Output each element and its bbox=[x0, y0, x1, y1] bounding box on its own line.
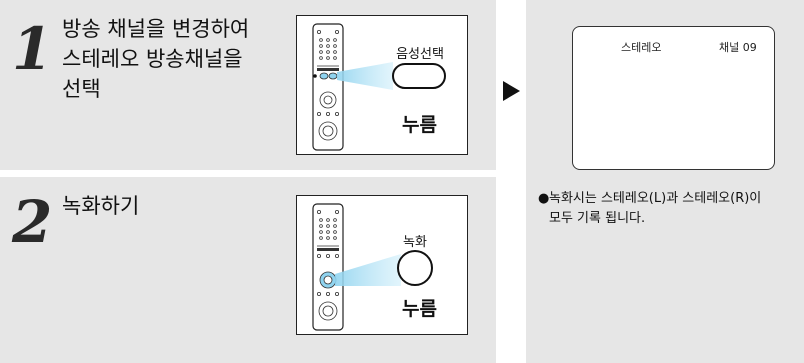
step-2-panel: 2 녹화하기 bbox=[0, 177, 496, 363]
step-2-button-label: 녹화 bbox=[403, 235, 427, 250]
step-1-illustration: 음성선택 누름 bbox=[296, 15, 468, 155]
step-2-press-label: 누름 bbox=[402, 298, 437, 320]
step-2-illustration: 녹화 누름 bbox=[296, 195, 468, 335]
remote-control-icon bbox=[312, 23, 446, 151]
bullet-icon: ● bbox=[538, 191, 550, 206]
screen-mode-text: 스테레오 bbox=[621, 41, 662, 54]
remote-control-icon bbox=[312, 203, 433, 331]
step-1-instruction: 방송 채널을 변경하여 스테레오 방송채널을 선택 bbox=[62, 17, 250, 101]
step-1-press-label: 누름 bbox=[402, 114, 437, 136]
step-1-button-label: 음성선택 bbox=[396, 47, 444, 62]
recording-note: ● 녹화시는 스테레오(L)과 스테레오(R)이 모두 기록 됩니다. bbox=[538, 189, 800, 229]
screen-channel-text: 채널 09 bbox=[719, 41, 757, 54]
note-text: 녹화시는 스테레오(L)과 스테레오(R)이 모두 기록 됩니다. bbox=[549, 191, 762, 226]
step-1-panel: 1 방송 채널을 변경하여 스테레오 방송채널을 선택 bbox=[0, 0, 496, 170]
tv-screen: 스테레오 채널 09 bbox=[572, 26, 775, 170]
step-2-instruction: 녹화하기 bbox=[62, 194, 140, 218]
step-2-number: 2 bbox=[12, 188, 53, 256]
step-1-number: 1 bbox=[12, 15, 53, 83]
triangle-right-icon bbox=[503, 81, 520, 101]
